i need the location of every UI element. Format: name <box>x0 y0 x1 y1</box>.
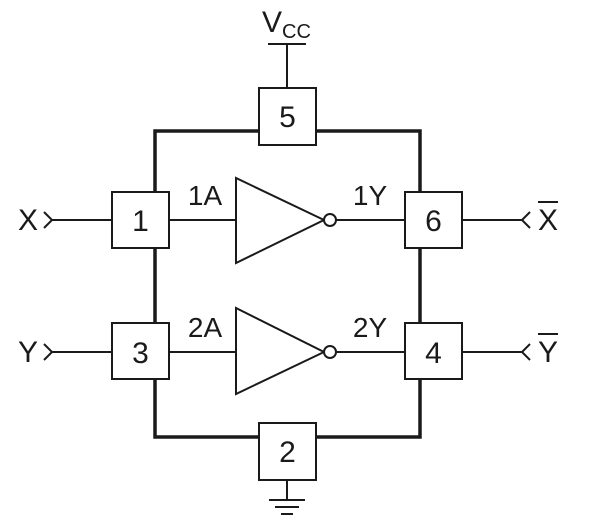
output-y-bar-label: Y <box>538 336 558 369</box>
pin-5-box <box>258 87 317 146</box>
ground-icon <box>269 480 305 515</box>
output-x-arrow-icon <box>520 211 531 229</box>
input-y-label: Y <box>18 336 38 369</box>
gate-2-output-label: 2Y <box>353 312 388 343</box>
package-outline-bottom <box>153 379 259 439</box>
pin-3-label: 3 <box>132 337 149 370</box>
vcc-label: VCC <box>262 6 311 43</box>
vcc-label-main: V <box>262 6 282 39</box>
input-x-arrow-icon <box>43 211 54 229</box>
output-x-bar-label: X <box>538 204 558 237</box>
gate-1-output-label: 1Y <box>353 180 388 211</box>
gate-2-input-label: 2A <box>188 312 223 343</box>
input-x-label: X <box>18 204 38 237</box>
package-outline-top-right <box>316 129 422 192</box>
output-y-arrow-icon <box>520 343 531 361</box>
package-outline-top <box>153 129 259 192</box>
pin-1-box <box>111 191 170 249</box>
pin-1-label: 1 <box>132 205 149 238</box>
package-outline-bottom-right <box>316 379 422 439</box>
pin-2-box <box>258 422 317 481</box>
pin-4-label: 4 <box>425 337 442 370</box>
gate-1-input-label: 1A <box>188 180 223 211</box>
pin-6-label: 6 <box>425 205 442 238</box>
gate-2-inverter-bubble <box>323 345 337 359</box>
pin-5-label: 5 <box>279 101 296 134</box>
input-y-arrow-icon <box>43 343 54 361</box>
gate-2-inverter-triangle <box>235 306 327 396</box>
vcc-label-subscript: CC <box>282 21 311 43</box>
gate-1-inverter-triangle <box>235 176 327 265</box>
pin-2-label: 2 <box>279 436 296 469</box>
pin-4-box <box>404 322 463 380</box>
gate-1-inverter-bubble <box>323 213 337 227</box>
